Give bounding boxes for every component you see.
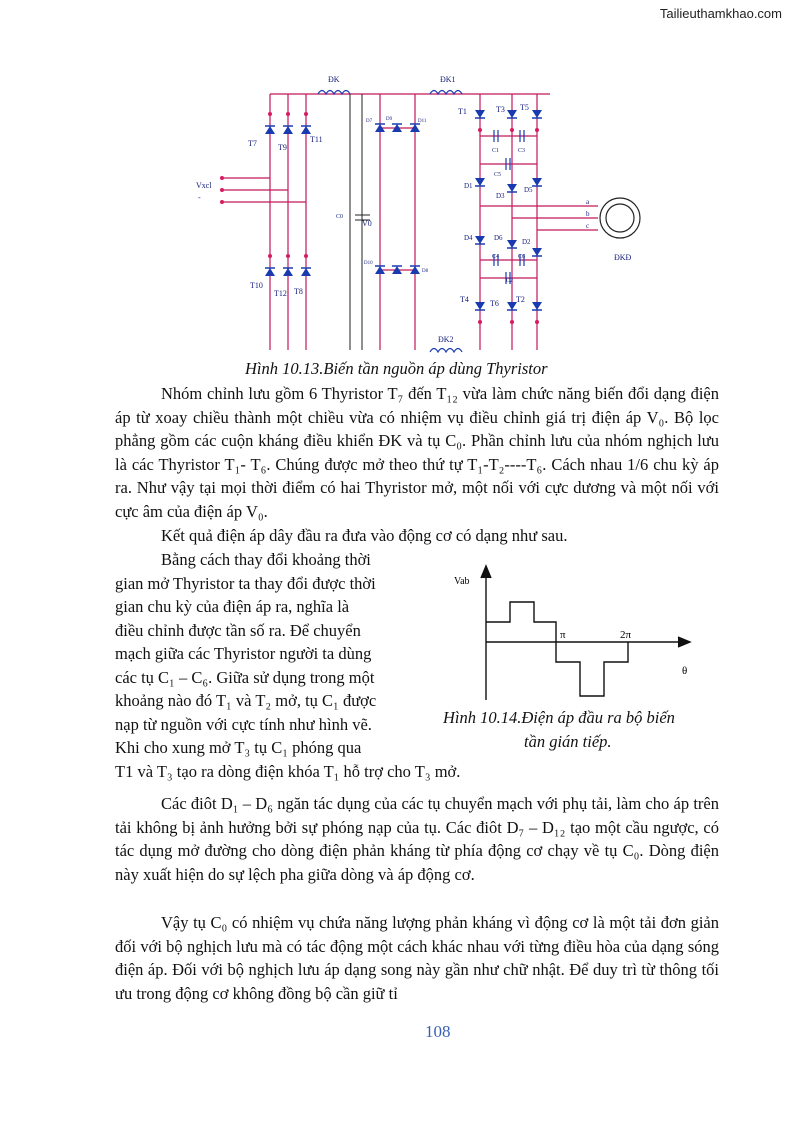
label-d10: D10 [364, 261, 373, 266]
output-voltage-waveform: Vab π 2π θ [454, 564, 692, 700]
p3-line: gian mở Thyristor ta thay đổi được thời [115, 574, 376, 593]
label-c: c [586, 222, 589, 230]
label-d5: D5 [524, 186, 533, 194]
label-t6: T6 [490, 299, 499, 308]
label-dash: - [198, 193, 201, 202]
label-dk: ĐK [328, 75, 340, 84]
label-dk2: ĐK2 [438, 335, 454, 344]
waveform-theta-label: θ [682, 665, 687, 677]
waveform-ylabel: Vab [454, 576, 470, 587]
p3-line: các tụ C₁ – C₆. Giữa sử dụng trong một [115, 668, 375, 687]
label-t11: T11 [310, 135, 323, 144]
p3-line: T1 và T₃ tạo ra dòng điện khóa T₁ hỗ trợ… [115, 762, 461, 781]
label-d6: D6 [494, 234, 503, 242]
motor-icon [599, 197, 641, 239]
label-d9: D9 [386, 117, 393, 122]
figure-caption-2a: Hình 10.14.Điện áp đầu ra bộ biến [443, 708, 675, 727]
label-t8: T8 [294, 287, 303, 296]
figure-caption-2b: tần gián tiếp. [524, 732, 612, 751]
p3-line: mạch giữa các Thyristor người ta dùng [115, 644, 372, 663]
label-a: a [586, 198, 590, 206]
label-t9: T9 [278, 143, 287, 152]
paragraph-1: Nhóm chỉnh lưu gồm 6 Thyristor T₇ đến T₁… [115, 384, 719, 521]
label-t5: T5 [520, 103, 529, 112]
p3-line: gian chu kỳ của điện áp ra, nghĩa là [115, 597, 350, 616]
page-number: 108 [425, 1022, 451, 1041]
label-t2: T2 [516, 295, 525, 304]
label-vxc: Vxcl [196, 181, 212, 190]
p3-line: điều chỉnh được tần số ra. Để chuyển [115, 621, 361, 640]
label-t10: T10 [250, 281, 263, 290]
p3-line: Bằng cách thay đổi khoảng thời [161, 550, 371, 569]
label-t4: T4 [460, 295, 469, 304]
paragraph-2: Kết quả điện áp dây đầu ra đưa vào động … [161, 526, 568, 545]
label-v0: V0 [362, 219, 372, 228]
label-d3: D3 [496, 192, 505, 200]
label-c4: C4 [492, 254, 499, 260]
label-dk1: ĐK1 [440, 75, 456, 84]
label-dkd: ĐKĐ [614, 253, 632, 262]
label-c5: C5 [494, 172, 501, 178]
label-b: b [586, 210, 590, 218]
label-d2: D2 [522, 238, 531, 246]
label-d4: D4 [464, 234, 473, 242]
label-t1: T1 [458, 107, 467, 116]
label-t3: T3 [496, 105, 505, 114]
waveform-2pi-label: 2π [620, 629, 632, 641]
p3-line: nạp từ nguồn với cực tính như hình vẽ. [115, 715, 372, 734]
paragraph-4: Các điôt D₁ – D₆ ngăn tác dụng của các t… [115, 794, 719, 884]
p3-line: Khi cho xung mở T₃ tụ C₁ phóng qua [115, 738, 362, 757]
label-t12: T12 [274, 289, 287, 298]
watermark: Tailieuthamkhao.com [659, 6, 782, 21]
label-c3: C3 [518, 148, 525, 154]
label-d1: D1 [464, 182, 473, 190]
p3-line: khoảng nào đó T₁ và T₂ mở, tụ C₁ được [115, 691, 377, 710]
label-d11: D11 [418, 119, 427, 124]
figure-caption-1: Hình 10.13.Biến tần nguồn áp dùng Thyris… [245, 359, 548, 378]
label-c0: C0 [336, 214, 343, 220]
label-c6: C6 [518, 254, 525, 260]
label-c2: C2 [506, 278, 513, 284]
paragraph-5: Vậy tụ C₀ có nhiệm vụ chứa năng lượng ph… [115, 913, 719, 1003]
label-c1: C1 [492, 148, 499, 154]
thyristor-inverter-schematic: ĐK ĐK1 ĐK2 ĐKĐ Vxcl - C0 V0 T7 T9 T11 T1… [196, 75, 641, 354]
label-t7: T7 [248, 139, 257, 148]
label-d7: D7 [366, 119, 373, 124]
label-d8: D8 [422, 269, 429, 274]
waveform-pi-label: π [560, 629, 566, 641]
